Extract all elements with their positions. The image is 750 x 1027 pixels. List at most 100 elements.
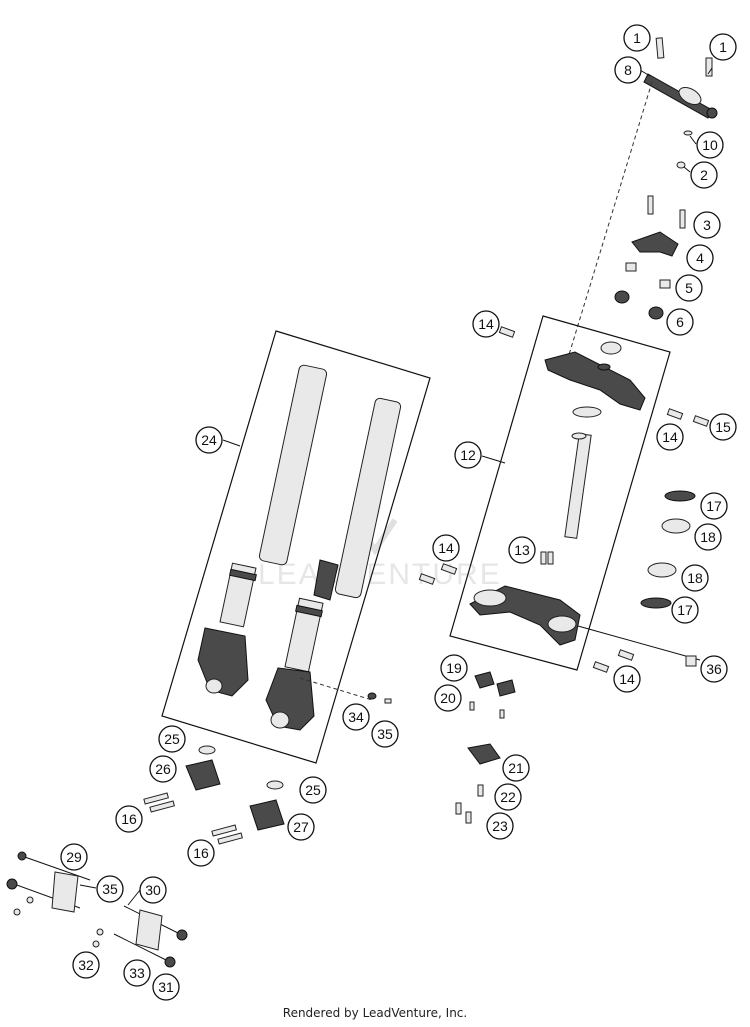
svg-text:3: 3: [703, 217, 711, 233]
svg-text:12: 12: [460, 447, 476, 463]
fork-decal: [313, 559, 339, 601]
callout-22: 22: [494, 783, 522, 811]
callout-12: 12: [454, 441, 482, 469]
svg-text:33: 33: [129, 965, 145, 981]
fork-box: [161, 330, 431, 764]
callout-14a: 14: [472, 310, 500, 338]
watermark-text: LEADVENTURE: [258, 558, 502, 591]
callout-33: 33: [123, 959, 151, 987]
clamp-part: [631, 231, 679, 257]
steering-damper-group: [567, 37, 718, 359]
callout-18a: 18: [694, 523, 722, 551]
sensor-brackets: [6, 851, 188, 968]
fork-legs: [197, 364, 402, 731]
callout-14c: 14: [432, 534, 460, 562]
svg-text:24: 24: [201, 432, 217, 448]
callout-6: 6: [666, 308, 694, 336]
callout-35a: 35: [371, 720, 399, 748]
callout-30: 30: [139, 876, 167, 904]
svg-text:22: 22: [500, 789, 516, 805]
caliper-left: [185, 759, 221, 791]
callout-19: 19: [440, 654, 468, 682]
callout-16a: 16: [115, 805, 143, 833]
callout-32: 32: [72, 951, 100, 979]
callout-14b: 14: [656, 423, 684, 451]
loose-bolts: [418, 326, 710, 673]
steering-stem: [564, 433, 592, 539]
callout-29: 29: [60, 843, 88, 871]
svg-text:14: 14: [438, 540, 454, 556]
caliper-right: [249, 799, 285, 831]
svg-text:8: 8: [624, 62, 632, 78]
steering-damper-body: [643, 73, 713, 119]
callout-4: 4: [686, 244, 714, 272]
svg-text:34: 34: [348, 709, 364, 725]
callout-8: 8: [614, 56, 642, 84]
right-fork-tube: [334, 397, 402, 599]
svg-text:27: 27: [293, 819, 309, 835]
nut-part: [659, 279, 671, 289]
svg-text:1: 1: [719, 39, 727, 55]
svg-text:16: 16: [121, 811, 137, 827]
triple-clamp-group: [469, 341, 701, 661]
callout-18b: 18: [681, 564, 709, 592]
bearing-stack: [640, 490, 697, 667]
callout-13: 13: [508, 536, 536, 564]
left-fork-tube: [258, 364, 328, 566]
bolt-part: [540, 551, 547, 565]
callout-31: 31: [152, 973, 180, 1001]
callout-10: 10: [696, 131, 724, 159]
callout-27: 27: [287, 813, 315, 841]
callout-2: 2: [690, 161, 718, 189]
callout-35b: 35: [96, 875, 124, 903]
svg-text:18: 18: [687, 570, 703, 586]
spacer-part: [685, 655, 697, 667]
svg-text:18: 18: [700, 529, 716, 545]
footer-credit: Rendered by LeadVenture, Inc.: [282, 1006, 468, 1020]
svg-text:14: 14: [619, 671, 635, 687]
sensor-clamps: [455, 671, 516, 824]
callout-5: 5: [675, 274, 703, 302]
svg-text:31: 31: [158, 979, 174, 995]
svg-text:23: 23: [492, 818, 508, 834]
callout-1b: 1: [709, 33, 737, 61]
svg-text:25: 25: [164, 731, 180, 747]
svg-text:29: 29: [66, 849, 82, 865]
svg-text:32: 32: [78, 957, 94, 973]
callout-26: 26: [149, 755, 177, 783]
svg-text:5: 5: [685, 280, 693, 296]
svg-text:15: 15: [715, 419, 731, 435]
callout-36: 36: [700, 655, 728, 683]
svg-text:4: 4: [696, 250, 704, 266]
bolt-part: [705, 57, 713, 77]
svg-text:30: 30: [145, 882, 161, 898]
svg-text:19: 19: [446, 660, 462, 676]
callout-23: 23: [486, 812, 514, 840]
callout-14d: 14: [613, 665, 641, 693]
left-axle-clamp: [197, 627, 249, 697]
callout-20: 20: [434, 684, 462, 712]
upper-triple-clamp: [544, 351, 646, 411]
svg-text:35: 35: [102, 881, 118, 897]
svg-text:16: 16: [193, 845, 209, 861]
svg-text:2: 2: [700, 167, 708, 183]
svg-text:25: 25: [305, 782, 321, 798]
bolt-part: [679, 209, 686, 229]
callout-17b: 17: [671, 596, 699, 624]
bolt-part: [655, 37, 665, 59]
triple-clamp-box: [449, 315, 671, 671]
svg-text:1: 1: [633, 30, 641, 46]
callout-17a: 17: [700, 492, 728, 520]
callout-25a: 25: [158, 725, 186, 753]
callout-16b: 16: [187, 839, 215, 867]
svg-text:21: 21: [508, 760, 524, 776]
svg-text:35: 35: [377, 726, 393, 742]
callout-15: 15: [709, 413, 737, 441]
svg-text:6: 6: [676, 314, 684, 330]
svg-text:26: 26: [155, 761, 171, 777]
callout-34: 34: [342, 703, 370, 731]
bushing-part: [614, 290, 630, 304]
caliper-mounts: [143, 745, 285, 845]
svg-text:17: 17: [706, 498, 722, 514]
